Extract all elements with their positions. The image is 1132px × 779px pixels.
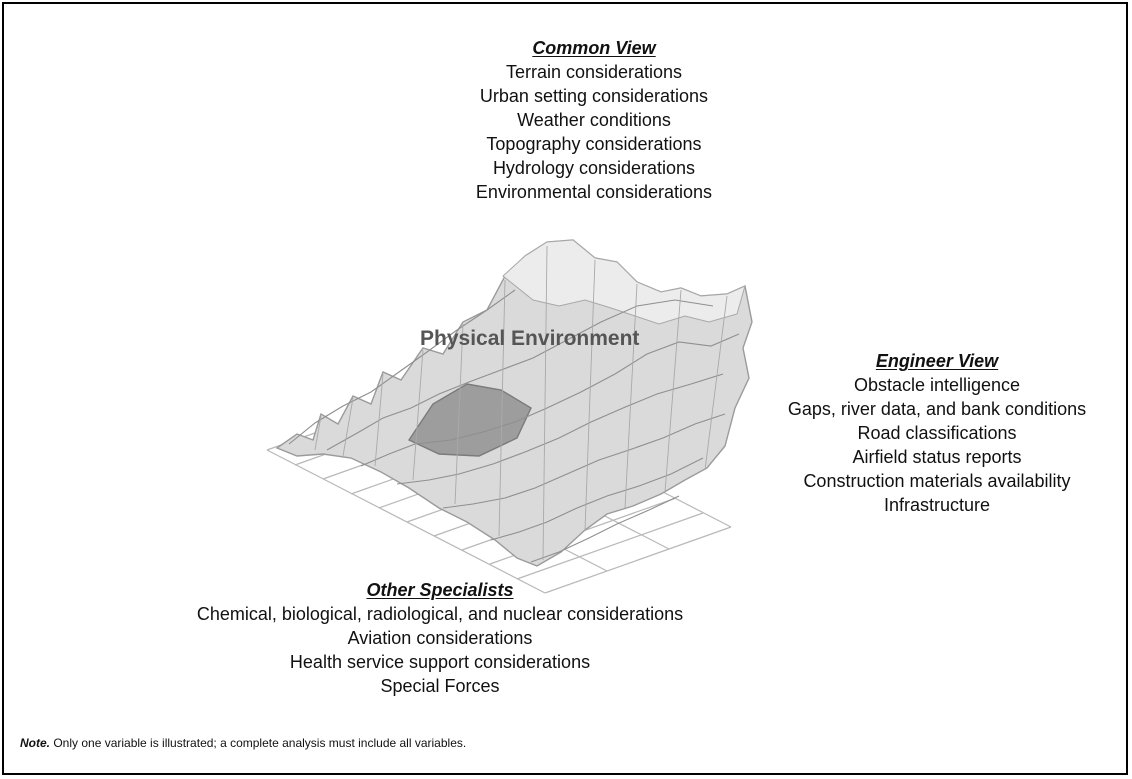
common-view-block: Common View Terrain considerations Urban… <box>394 36 794 204</box>
terrain-mesh-illustration <box>266 239 753 594</box>
common-view-item: Topography considerations <box>486 134 702 154</box>
common-view-item: Urban setting considerations <box>479 86 709 106</box>
common-view-item: Weather conditions <box>517 110 671 130</box>
engineer-view-item: Gaps, river data, and bank conditions <box>787 399 1087 419</box>
other-specialists-heading: Other Specialists <box>366 580 514 600</box>
note-label: Note. <box>20 736 50 750</box>
other-specialists-block: Other Specialists Chemical, biological, … <box>120 578 760 698</box>
common-view-item: Terrain considerations <box>505 62 683 82</box>
figure-note: Note. Only one variable is illustrated; … <box>20 736 466 750</box>
note-text: Only one variable is illustrated; a comp… <box>50 736 467 750</box>
terrain-label: Physical Environment <box>420 327 640 350</box>
engineer-view-item: Road classifications <box>857 423 1017 443</box>
common-view-heading: Common View <box>532 38 656 58</box>
engineer-view-heading: Engineer View <box>875 351 999 371</box>
other-specialists-item: Aviation considerations <box>347 628 533 648</box>
engineer-view-item: Obstacle intelligence <box>853 375 1021 395</box>
common-view-item: Environmental considerations <box>475 182 713 202</box>
engineer-view-item: Construction materials availability <box>803 471 1071 491</box>
other-specialists-item: Health service support considerations <box>289 652 591 672</box>
engineer-view-item: Infrastructure <box>883 495 991 515</box>
engineer-view-item: Airfield status reports <box>852 447 1022 467</box>
other-specialists-item: Chemical, biological, radiological, and … <box>196 604 684 624</box>
other-specialists-item: Special Forces <box>380 676 500 696</box>
common-view-item: Hydrology considerations <box>492 158 696 178</box>
engineer-view-block: Engineer View Obstacle intelligence Gaps… <box>752 349 1122 517</box>
